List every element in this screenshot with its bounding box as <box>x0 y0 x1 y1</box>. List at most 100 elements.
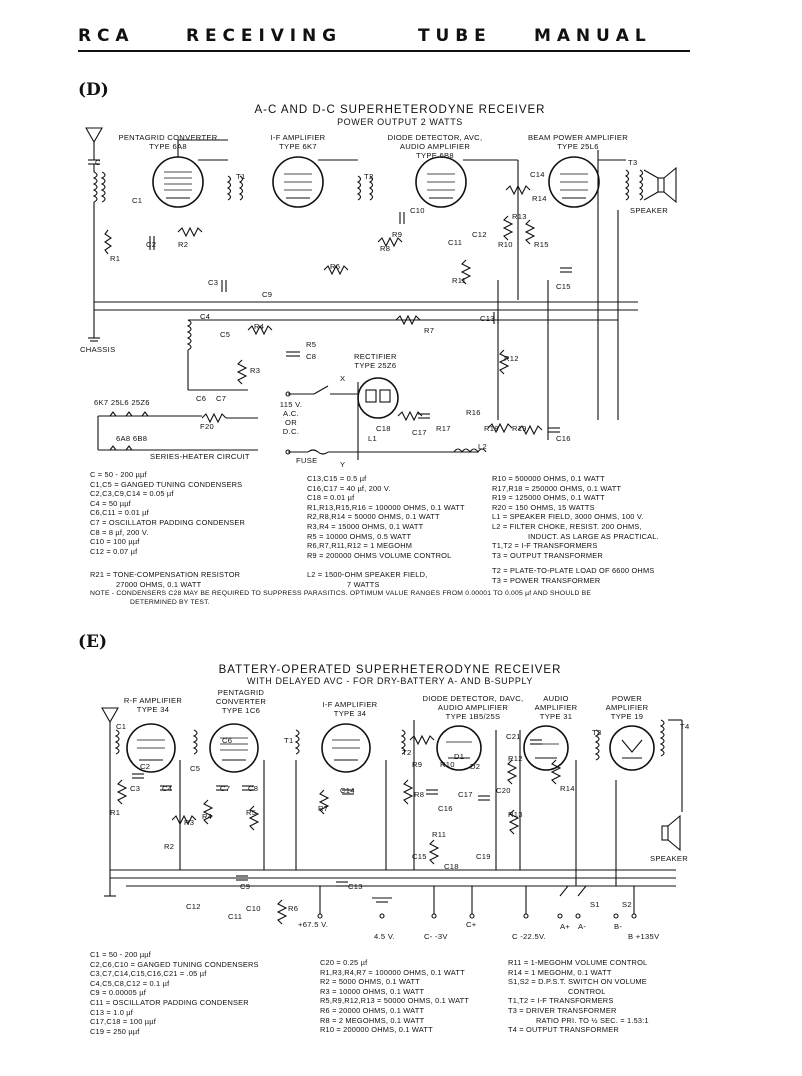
d-tag-c3: C3 <box>208 278 219 287</box>
e-terminal-bminus: B- <box>614 922 623 931</box>
e-tube-19-icon <box>609 725 655 771</box>
e-tag-c5: C5 <box>190 764 201 773</box>
e-terminal-c-225v: C -22.5V. <box>512 932 547 941</box>
e-tube-34-rf-icon <box>126 723 176 773</box>
e-tag-c18: C18 <box>444 862 459 871</box>
d-tube-25z6-icon <box>357 377 399 419</box>
e-tag-r3: R3 <box>184 818 195 827</box>
d-tag-c18: C18 <box>376 424 391 433</box>
header-word-manual: M A N U A L <box>534 26 646 46</box>
d-tag-c11: C11 <box>448 238 463 247</box>
d-tag-c10: C10 <box>410 206 425 215</box>
d-tag-r4: R4 <box>254 322 265 331</box>
e-terminal-45v: 4.5 V. <box>374 932 395 941</box>
e-tag-s1: S1 <box>590 900 600 909</box>
d-specs-l2-field: L2 = 1500-OHM SPEAKER FIELD,7 WATTS <box>307 570 428 589</box>
d-tag-c7: C7 <box>216 394 227 403</box>
d-speaker-icon <box>657 166 677 204</box>
d-tag-f20: F20 <box>200 422 214 431</box>
e-tag-c2: C2 <box>140 762 151 771</box>
e-tag-c8: C8 <box>248 784 259 793</box>
e-tag-c6: C6 <box>222 736 233 745</box>
e-terminal-675v: +67.5 V. <box>298 920 329 929</box>
e-tag-r10: R10 <box>440 760 455 769</box>
d-tag-r1: R1 <box>110 254 121 263</box>
d-tag-c: C <box>95 158 101 167</box>
e-tube-1b5-icon <box>436 725 482 771</box>
e-tag-t4: T4 <box>680 722 690 731</box>
d-tag-r18: R18 <box>484 424 499 433</box>
d-tag-l2: L2 <box>478 442 488 451</box>
section-e-title: BATTERY-OPERATED SUPERHETERODYNE RECEIVE… <box>218 664 562 676</box>
d-tag-r19: R19 <box>512 424 527 433</box>
e-tag-c21: C21 <box>506 732 521 741</box>
d-note: NOTE - CONDENSERS C28 MAY BE REQUIRED TO… <box>90 590 592 606</box>
e-tag-r2: R2 <box>164 842 175 851</box>
e-label-speaker: SPEAKER <box>650 854 688 863</box>
e-tag-r9: R9 <box>412 760 423 769</box>
e-tag-c9: C9 <box>240 882 251 891</box>
d-label-speaker: SPEAKER <box>630 206 668 215</box>
e-tag-c3: C3 <box>130 784 141 793</box>
e-schematic-diagram <box>101 707 683 925</box>
d-tag-c16: C16 <box>556 434 571 443</box>
section-e-marker: (E) <box>78 632 108 652</box>
e-terminal-aplus: A+ <box>560 922 571 931</box>
e-tag-d1: D1 <box>454 752 465 761</box>
d-tube-6k7-icon <box>272 156 324 208</box>
d-tag-c14: C14 <box>530 170 545 179</box>
d-label-y: Y <box>340 460 346 469</box>
header-rule <box>78 50 690 52</box>
d-tube-25l6-icon <box>548 156 600 208</box>
d-tag-r2: R2 <box>178 240 189 249</box>
d-tag-r3: R3 <box>250 366 261 375</box>
d-tag-r5: R5 <box>306 340 317 349</box>
d-tag-r8: R8 <box>380 244 391 253</box>
e-tag-c11: C11 <box>228 912 243 921</box>
e-tag-d2: D2 <box>470 762 481 771</box>
e-terminal-cplus: C+ <box>466 920 477 929</box>
d-tag-r15: R15 <box>534 240 549 249</box>
d-schematic-diagram <box>85 127 677 460</box>
d-tag-r7: R7 <box>424 326 435 335</box>
d-tube-6a8-icon <box>152 156 204 208</box>
d-tag-t2: T2 <box>364 172 374 181</box>
d-tag-r9: R9 <box>392 230 403 239</box>
e-tag-r14: R14 <box>560 784 575 793</box>
e-tag-r6: R6 <box>288 904 299 913</box>
d-tag-c13: C13 <box>480 314 495 323</box>
e-tag-c20: C20 <box>496 786 511 795</box>
e-tag-c7: C7 <box>220 784 231 793</box>
section-d-title: A-C AND D-C SUPERHETERODYNE RECEIVER <box>254 104 546 116</box>
d-antenna-icon <box>85 127 103 156</box>
d-tag-t1: T1 <box>236 172 246 181</box>
section-e-subtitle: WITH DELAYED AVC - FOR DRY-BATTERY A- AN… <box>246 676 534 686</box>
d-tag-l1: L1 <box>368 434 378 443</box>
d-tag-r17: R17 <box>436 424 451 433</box>
e-tube-1c6-icon <box>209 723 259 773</box>
d-label-fuse: FUSE <box>296 456 318 465</box>
header-word-tube: T U B E <box>418 26 486 46</box>
e-antenna-icon <box>101 707 119 890</box>
e-tag-t2: T2 <box>402 748 412 757</box>
e-tube-31-icon <box>523 725 569 771</box>
d-label-supply: 115 V. A.C. OR D.C. <box>279 400 303 436</box>
d-label-heater-circuit: SERIES-HEATER CIRCUIT <box>150 452 250 461</box>
e-tag-c13: C13 <box>348 882 363 891</box>
d-tag-c2: C2 <box>146 240 157 249</box>
